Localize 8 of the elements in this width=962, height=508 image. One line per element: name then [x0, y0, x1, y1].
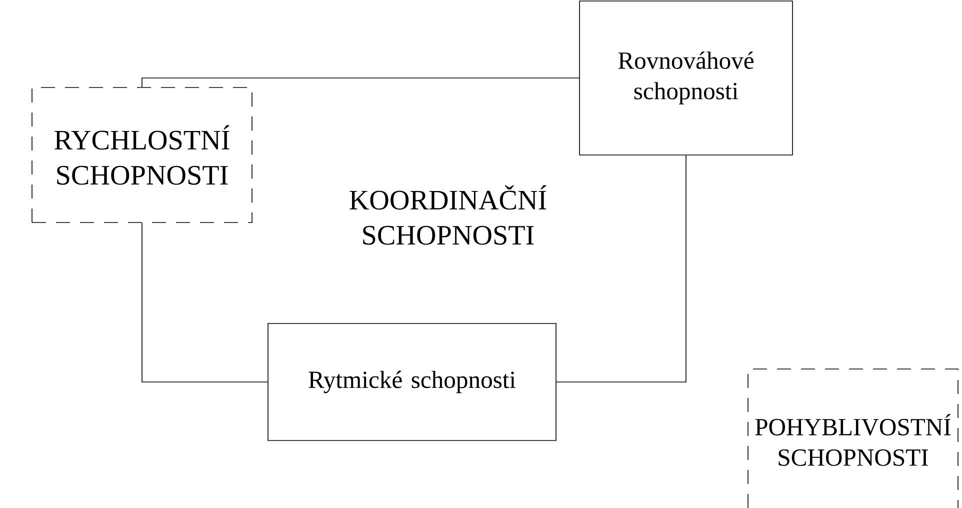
- process-box: Rovnováhové schopnosti: [579, 0, 793, 156]
- process-box: Rytmické schopnosti: [268, 323, 556, 441]
- center-label: KOORDINAČNÍ SCHOPNOSTI: [350, 185, 546, 245]
- dashed-box: POHYBLIVOSTNÍ SCHOPNOSTI: [748, 368, 958, 508]
- dashed-box: RYCHLOSTNÍ SCHOPNOSTI: [32, 87, 252, 223]
- connector-line: [142, 222, 268, 382]
- connector-line: [142, 78, 580, 88]
- connector-line: [556, 155, 686, 382]
